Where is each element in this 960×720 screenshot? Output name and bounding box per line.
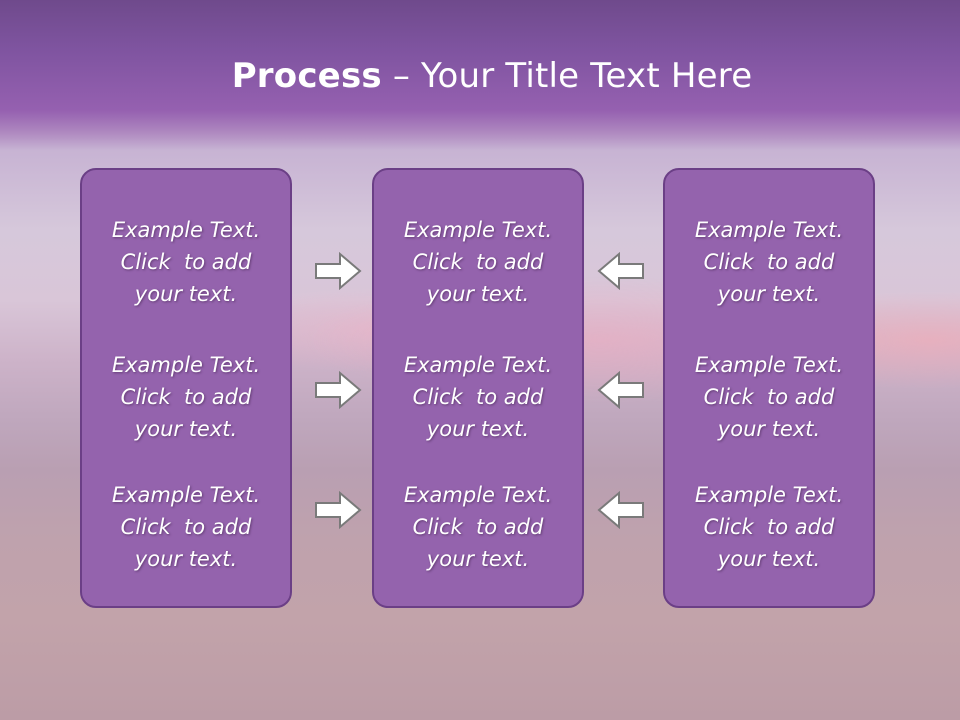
text-line: Click to add xyxy=(703,515,835,539)
title-bold: Process xyxy=(231,56,382,96)
text-line: your text. xyxy=(426,282,530,306)
arrow-right-icon xyxy=(315,252,362,290)
text-line: Click to add xyxy=(120,385,252,409)
panel-right-text-1[interactable]: Example Text. Click to add your text. xyxy=(665,214,873,310)
text-line: Example Text. xyxy=(694,483,844,507)
arrow-left-icon xyxy=(597,491,644,529)
arrow-left-icon xyxy=(597,371,644,409)
text-line: Click to add xyxy=(703,385,835,409)
text-line: Example Text. xyxy=(694,353,844,377)
title-bar xyxy=(0,0,960,150)
text-line: Click to add xyxy=(120,515,252,539)
text-line: Example Text. xyxy=(111,483,261,507)
text-line: Example Text. xyxy=(111,353,261,377)
panel-left-text-2[interactable]: Example Text. Click to add your text. xyxy=(82,349,290,445)
panel-right-text-2[interactable]: Example Text. Click to add your text. xyxy=(665,349,873,445)
panel-center-text-2[interactable]: Example Text. Click to add your text. xyxy=(374,349,582,445)
text-line: Click to add xyxy=(703,250,835,274)
text-line: your text. xyxy=(717,547,821,571)
arrow-left-icon xyxy=(597,252,644,290)
text-line: Example Text. xyxy=(694,218,844,242)
text-line: your text. xyxy=(426,417,530,441)
text-line: Click to add xyxy=(120,250,252,274)
panel-center[interactable]: Example Text. Click to add your text. Ex… xyxy=(372,168,584,608)
text-line: Click to add xyxy=(412,385,544,409)
text-line: Example Text. xyxy=(403,218,553,242)
panel-left-text-3[interactable]: Example Text. Click to add your text. xyxy=(82,479,290,575)
panel-left[interactable]: Example Text. Click to add your text. Ex… xyxy=(80,168,292,608)
text-line: your text. xyxy=(717,417,821,441)
title-rest: – Your Title Text Here xyxy=(381,56,753,96)
arrow-right-icon xyxy=(315,491,362,529)
text-line: Example Text. xyxy=(403,483,553,507)
text-line: your text. xyxy=(426,547,530,571)
text-line: Example Text. xyxy=(111,218,261,242)
text-line: your text. xyxy=(717,282,821,306)
slide-title[interactable]: Process – Your Title Text Here xyxy=(0,52,960,100)
text-line: Example Text. xyxy=(403,353,553,377)
text-line: your text. xyxy=(134,282,238,306)
text-line: Click to add xyxy=(412,515,544,539)
text-line: your text. xyxy=(134,417,238,441)
text-line: your text. xyxy=(134,547,238,571)
panel-right[interactable]: Example Text. Click to add your text. Ex… xyxy=(663,168,875,608)
panel-left-text-1[interactable]: Example Text. Click to add your text. xyxy=(82,214,290,310)
arrow-right-icon xyxy=(315,371,362,409)
panel-center-text-3[interactable]: Example Text. Click to add your text. xyxy=(374,479,582,575)
panel-right-text-3[interactable]: Example Text. Click to add your text. xyxy=(665,479,873,575)
panel-center-text-1[interactable]: Example Text. Click to add your text. xyxy=(374,214,582,310)
text-line: Click to add xyxy=(412,250,544,274)
